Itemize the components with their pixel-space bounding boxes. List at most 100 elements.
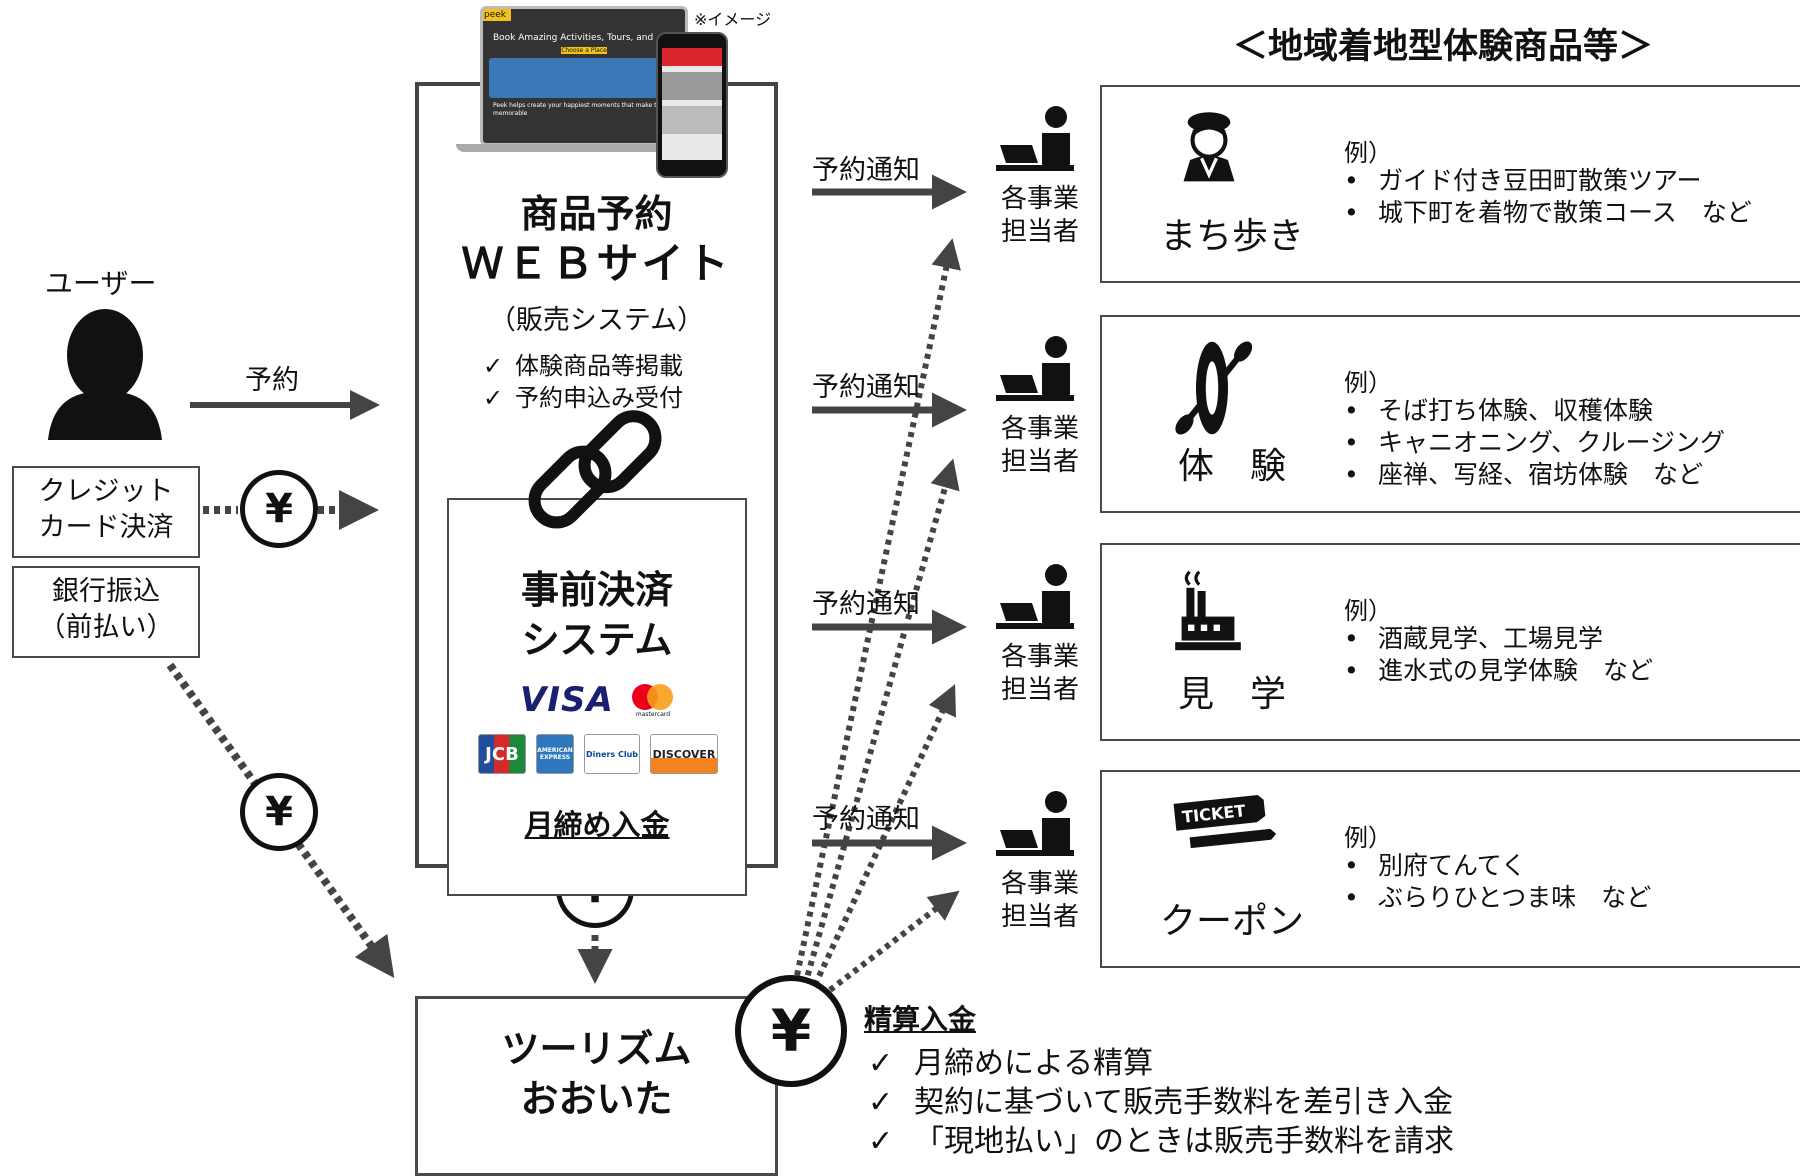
settlement-check-1: 月締めによる精算 <box>914 1046 1154 1081</box>
website-subtitle: （販売システム） <box>488 305 705 336</box>
check-icon: ✓ <box>868 1085 894 1120</box>
category-name: 見 学 <box>1177 674 1286 715</box>
settlement-check-3: 「現地払い」のときは販売手数料を請求 <box>914 1124 1454 1159</box>
jcb-logo: JCB <box>478 734 526 774</box>
staff-at-desk-icon <box>996 564 1074 629</box>
bank-line-2: （前払い） <box>38 612 174 643</box>
category-name: クーポン <box>1159 901 1304 942</box>
visa-logo: VISA <box>520 680 614 720</box>
staff-at-desk-icon <box>996 106 1074 171</box>
notify-label-3: 予約通知 <box>812 589 920 620</box>
website-check-2: 予約申込み受付 <box>515 384 683 412</box>
check-icon: ✓ <box>483 352 504 380</box>
website-title-line1: 商品予約 <box>520 192 673 236</box>
staff-label-line1: 各事業 <box>1000 869 1079 899</box>
mastercard-logo: mastercard <box>632 684 674 724</box>
category-box-3: 見 学 例）酒蔵見学、工場見学進水式の見学体験 など <box>1100 543 1800 741</box>
monthly-deposit-label: 月締め入金 <box>524 808 670 842</box>
example-list: 別府てんてくぶらりひとつま味 など <box>1344 850 1651 914</box>
example-list: そば打ち体験、収穫体験キャニオニング、クルージング座禅、写経、宿坊体験 など <box>1344 395 1725 491</box>
website-title: 商品予約 ＷＥＢサイト <box>415 190 778 290</box>
staff-block: 各事業担当者 <box>990 333 1090 479</box>
mock-caption: Peek helps create your happiest moments … <box>493 102 672 117</box>
staff-label-line1: 各事業 <box>1000 184 1079 214</box>
notify-label-2: 予約通知 <box>812 372 920 403</box>
notify-label-4: 予約通知 <box>812 804 920 835</box>
example-label: 例） <box>1344 824 1392 852</box>
check-icon: ✓ <box>868 1124 894 1159</box>
example-item: 進水式の見学体験 など <box>1344 655 1653 687</box>
staff-at-desk-icon <box>996 336 1074 401</box>
laptop-base <box>456 144 721 152</box>
prepay-title-line2: システム <box>521 618 673 662</box>
example-label: 例） <box>1344 139 1392 167</box>
staff-at-desk-icon <box>996 791 1074 856</box>
check-icon: ✓ <box>483 384 504 412</box>
website-checklist: ✓ 体験商品等掲載 ✓ 予約申込み受付 <box>483 350 683 414</box>
staff-label-line1: 各事業 <box>1000 642 1079 672</box>
mock-cta: Choose a Place <box>561 47 607 54</box>
settlement-title: 精算入金 <box>864 1003 977 1036</box>
amex-logo: AMERICAN EXPRESS <box>536 734 574 774</box>
settle-dotted-2 <box>802 458 960 986</box>
settlement-checklist: ✓ 月締めによる精算 ✓ 契約に基づいて販売手数料を差引き入金 ✓ 「現地払い」のとき… <box>868 1044 1454 1161</box>
discover-logo: DISCOVER <box>650 734 718 774</box>
laptop-mock: peek Book Amazing Activities, Tours, and… <box>480 6 688 146</box>
category-box-2: 体 験 例）そば打ち体験、収穫体験キャニオニング、クルージング座禅、写経、宿坊体験… <box>1100 315 1800 513</box>
tourism-line1: ツーリズム <box>501 1027 692 1071</box>
settle-dotted-3 <box>812 684 957 987</box>
staff-label-line2: 担当者 <box>1000 902 1079 932</box>
yen-credit-icon: ¥ <box>240 470 318 548</box>
user-label: ユーザー <box>45 267 157 300</box>
staff-block: 各事業担当者 <box>990 788 1090 934</box>
category-name: まち歩き <box>1159 216 1304 257</box>
credit-line-2: カード決済 <box>38 512 174 543</box>
example-item: 別府てんてく <box>1344 850 1651 882</box>
bank-transfer-box: 銀行振込 （前払い） <box>12 566 200 658</box>
prepay-title-line1: 事前決済 <box>520 568 673 612</box>
staff-block: 各事業担当者 <box>990 103 1090 249</box>
canoe-paddle-icon <box>1172 339 1292 449</box>
example-list: ガイド付き豆田町散策ツアー城下町を着物で散策コース など <box>1344 165 1752 229</box>
staff-label-line2: 担当者 <box>1000 675 1079 705</box>
check-icon: ✓ <box>868 1046 894 1081</box>
bank-line-1: 銀行振込 <box>52 576 160 607</box>
phone-mock <box>656 32 728 178</box>
example-list: 酒蔵見学、工場見学進水式の見学体験 など <box>1344 623 1653 687</box>
staff-label-line1: 各事業 <box>1000 414 1079 444</box>
staff-block: 各事業担当者 <box>990 561 1090 707</box>
tourism-oita-box <box>415 996 778 1176</box>
prepay-title: 事前決済 システム <box>447 565 747 665</box>
category-box-1: まち歩き 例）ガイド付き豆田町散策ツアー城下町を着物で散策コース など <box>1100 85 1800 283</box>
website-title-line2: ＷＥＢサイト <box>461 239 732 288</box>
example-item: 酒蔵見学、工場見学 <box>1344 623 1653 655</box>
example-label: 例） <box>1344 369 1392 397</box>
example-item: ガイド付き豆田町散策ツアー <box>1344 165 1752 197</box>
settlement-check-2: 契約に基づいて販売手数料を差引き入金 <box>914 1085 1454 1120</box>
credit-card-box: クレジット カード決済 <box>12 466 200 558</box>
credit-line-1: クレジット <box>38 476 174 507</box>
woman-kimono-icon <box>1172 109 1292 219</box>
example-item: キャニオニング、クルージング <box>1344 427 1725 459</box>
website-check-1: 体験商品等掲載 <box>515 352 683 380</box>
example-label: 例） <box>1344 597 1392 625</box>
example-item: 城下町を着物で散策コース など <box>1344 197 1752 229</box>
diners-logo: Diners Club <box>584 734 640 774</box>
image-note: ※イメージ <box>694 10 772 29</box>
tourism-oita-name: ツーリズム おおいた <box>415 1024 778 1124</box>
category-name: 体 験 <box>1177 446 1286 487</box>
yen-bank-icon: ¥ <box>240 773 318 851</box>
tourism-line2: おおいた <box>520 1077 673 1121</box>
staff-label-line2: 担当者 <box>1000 217 1079 247</box>
mock-headline: Book Amazing Activities, Tours, and <box>493 33 654 43</box>
example-item: ぶらりひとつま味 など <box>1344 882 1651 914</box>
reserve-label: 予約 <box>245 365 299 396</box>
ticket-icon: TICKET <box>1172 794 1292 904</box>
notify-label-1: 予約通知 <box>812 155 920 186</box>
example-item: そば打ち体験、収穫体験 <box>1344 395 1725 427</box>
staff-label-line2: 担当者 <box>1000 447 1079 477</box>
factory-icon <box>1172 567 1292 677</box>
mastercard-text: mastercard <box>635 711 671 718</box>
